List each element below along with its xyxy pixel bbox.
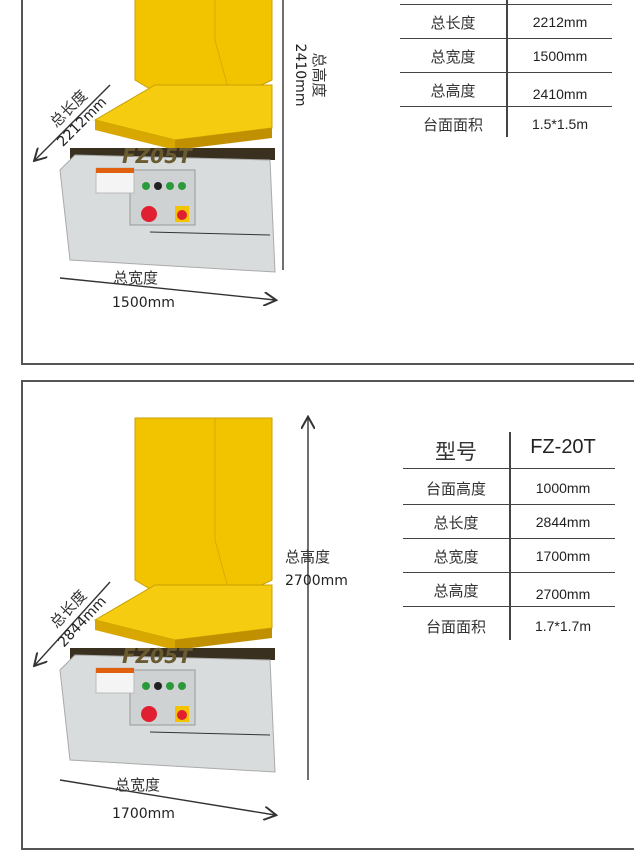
width-label: 总宽度 (115, 776, 160, 794)
spec-row: 总长度 2844mm (403, 504, 615, 539)
width-value: 1500mm (112, 295, 175, 311)
spec-key: 总宽度 (433, 548, 479, 566)
spec-row: 总高度 2700mm (403, 572, 615, 607)
spec-row: 总宽度 1500mm (400, 38, 612, 73)
width-value: 1700mm (112, 806, 175, 822)
spec-key: 台面高度 (425, 480, 486, 498)
column-divider (506, 0, 508, 137)
spec-value: 1.5*1.5m (531, 116, 589, 132)
spec-header-row: 型号 FZ-20T (403, 432, 615, 469)
height-label: 总高度 (285, 548, 330, 566)
spec-key: 台面面积 (422, 116, 483, 134)
width-arrow (59, 779, 275, 815)
spec-key: 总长度 (433, 514, 479, 532)
model-key: 型号 (435, 440, 477, 464)
height-value: 2700mm (285, 573, 348, 589)
spec-key: 总宽度 (430, 48, 476, 66)
model-value: FZ-20T (530, 436, 596, 458)
spec-key: 总长度 (430, 14, 476, 32)
length-arrow (35, 581, 111, 665)
spec-value: 2700mm (535, 586, 591, 602)
width-arrow (59, 277, 275, 300)
spec-value: 2410mm (532, 86, 588, 102)
spec-table-1: 总长度 2212mm 总宽度 1500mm 总高度 2410mm 台面面积 1.5*1.… (400, 0, 612, 140)
spec-value: 2844mm (535, 514, 591, 530)
spec-row: 总高度 2410mm (400, 72, 612, 107)
spec-row: 总宽度 1700mm (403, 538, 615, 573)
width-label: 总宽度 (113, 269, 158, 287)
spec-row: 总长度 2212mm (400, 4, 612, 39)
spec-value: 2212mm (532, 14, 588, 30)
machine-model-label: FZ05T (122, 144, 193, 168)
spec-value: 1500mm (532, 48, 588, 64)
machine-image-1 (59, 0, 276, 273)
height-label: 总高度 (310, 52, 328, 97)
spec-row: 台面高度 1000mm (403, 470, 615, 505)
spec-key: 总高度 (430, 82, 476, 100)
spec-value: 1700mm (535, 548, 591, 564)
height-value: 2410mm (292, 44, 308, 107)
spec-value: 1.7*1.7m (534, 618, 592, 634)
spec-key: 总高度 (433, 582, 479, 600)
length-arrow (35, 84, 111, 160)
machine-illustrations: FZ05T 总长度 2212mm 总高度 2410mm 总宽度 1500mm F… (0, 0, 348, 822)
spec-row: 台面面积 1.7*1.7m (403, 608, 615, 642)
spec-key: 台面面积 (425, 618, 486, 636)
machine-model-label: FZ05T (122, 644, 193, 668)
spec-value: 1000mm (535, 480, 591, 496)
column-divider (509, 432, 511, 640)
spec-row: 台面面积 1.5*1.5m (400, 106, 612, 140)
machine-image-2 (59, 417, 276, 773)
